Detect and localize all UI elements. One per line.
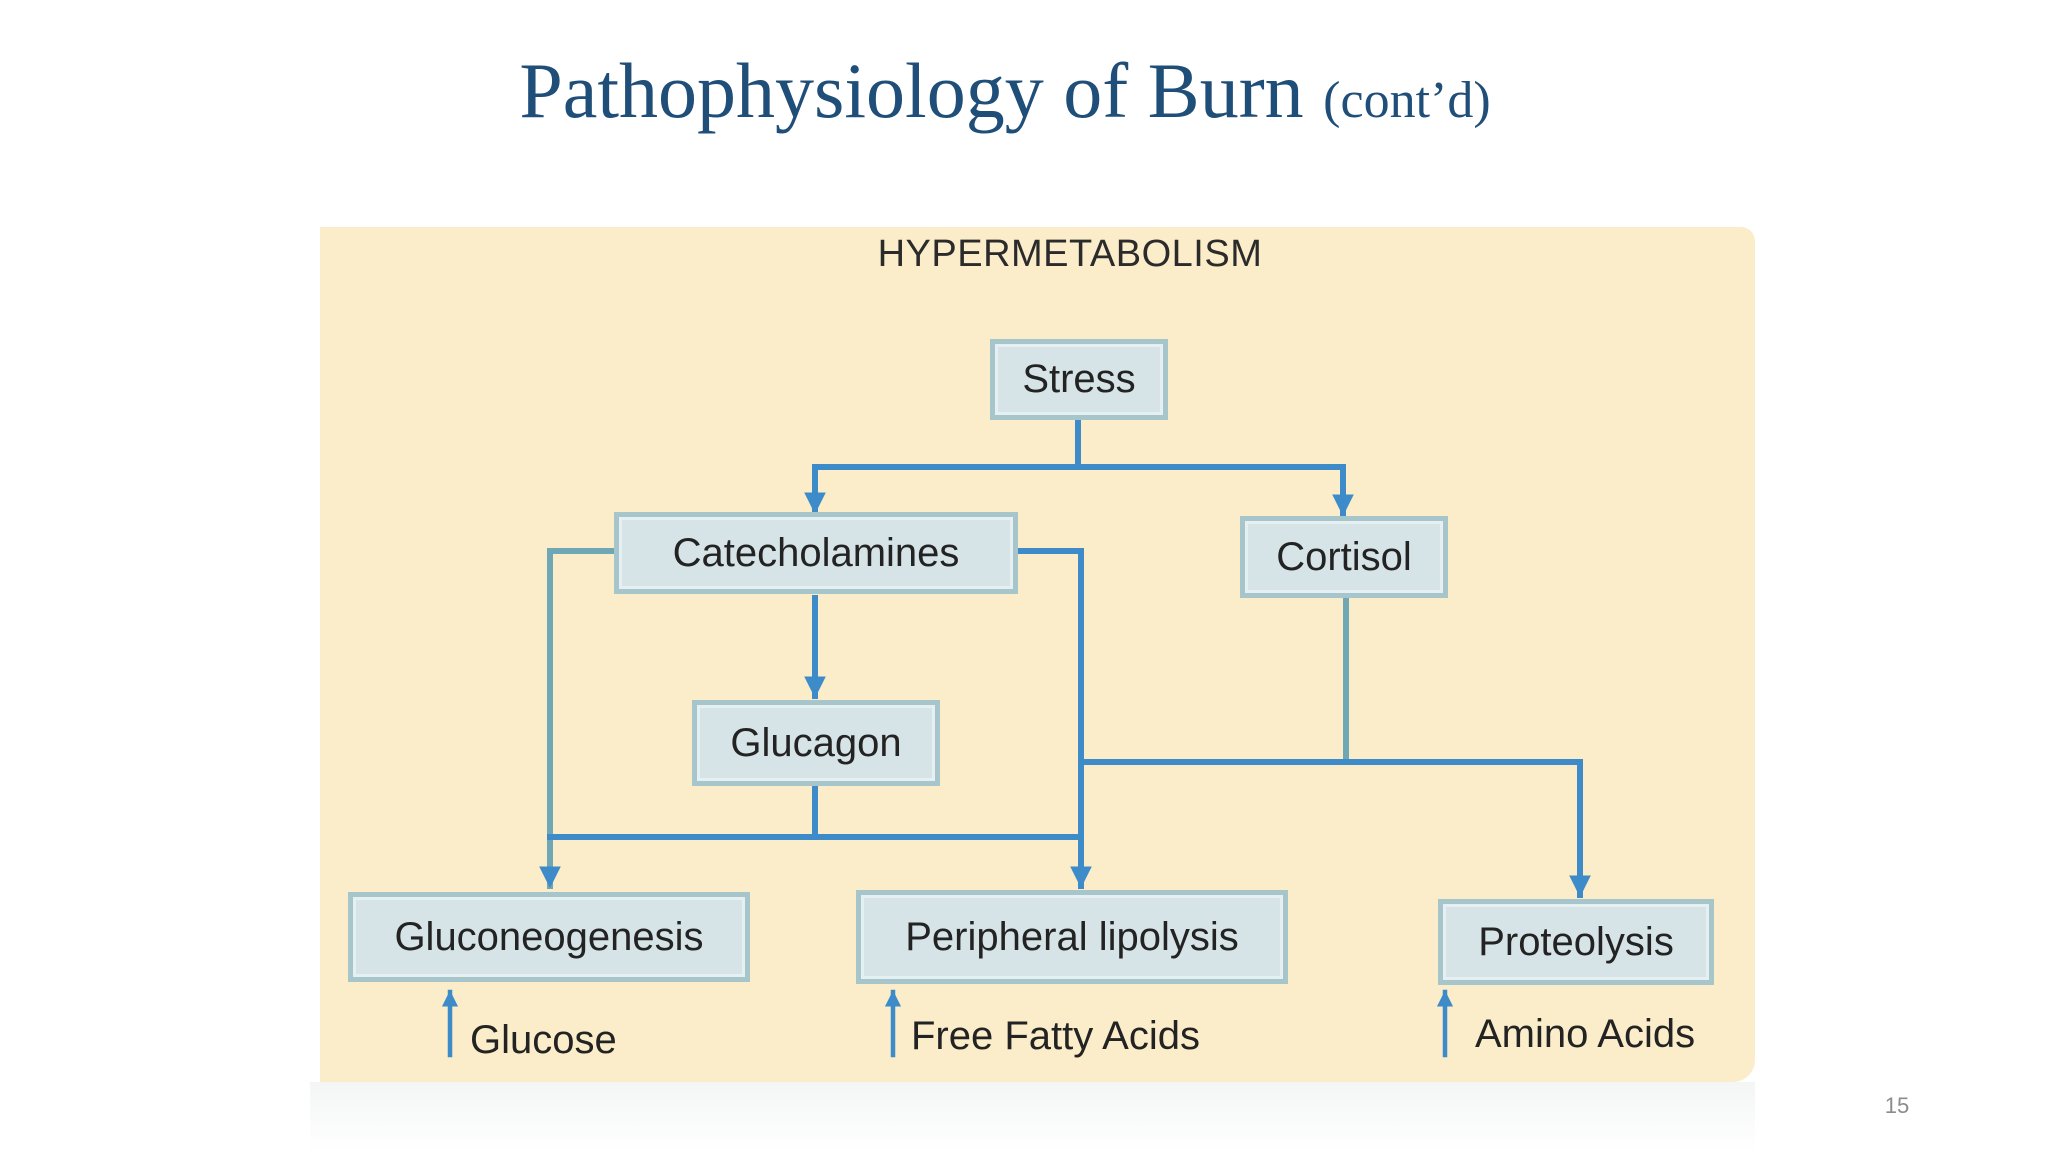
result-glucose: Glucose [470,1018,617,1062]
result-free-fatty-acids: Free Fatty Acids [911,1014,1200,1058]
panel-shadow [310,1082,1755,1152]
link-catecholamines-right [1015,548,1092,889]
page-number: 15 [1884,1093,1910,1118]
node-proteolysis: Proteolysis [1438,899,1714,985]
slide-title-suffix: (cont’d) [1323,72,1491,129]
node-cortisol: Cortisol [1240,516,1448,598]
slide-title: Pathophysiology of Burn (cont’d) [0,52,2010,130]
node-catecholamines: Catecholamines [614,512,1018,594]
result-amino-acids: Amino Acids [1475,1012,1696,1056]
node-peripheral-lipolysis: Peripheral lipolysis [856,890,1288,984]
slide-title-main: Pathophysiology of Burn [519,47,1304,134]
node-stress: Stress [990,339,1168,420]
node-gluconeogenesis: Gluconeogenesis [348,892,750,982]
node-glucagon: Glucagon [692,700,940,786]
link-catecholamines-left [539,548,617,889]
diagram-heading: HYPERMETABOLISM [877,233,1263,275]
